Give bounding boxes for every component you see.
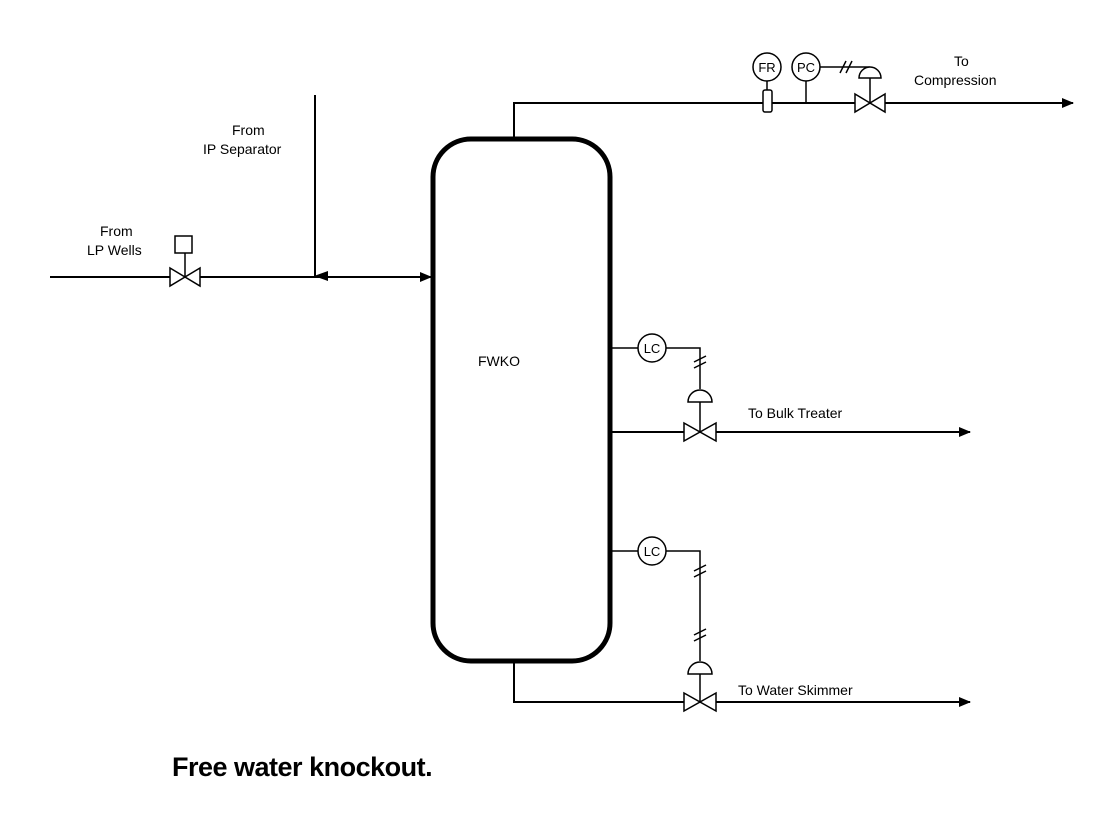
ip-separator-label-line2: IP Separator (203, 141, 282, 157)
lp-wells-label-line2: LP Wells (87, 242, 142, 258)
lc-water-tag: LC (644, 544, 661, 559)
water-level-controller: LC (610, 536, 707, 661)
water-outlet-line (513, 661, 971, 707)
gas-outlet-line (513, 98, 1074, 139)
oil-level-controller: LC (610, 333, 707, 389)
pc-tag: PC (797, 60, 815, 75)
flow-recorder: FR (752, 52, 782, 113)
lp-inlet-valve (169, 235, 201, 288)
oil-control-valve (683, 389, 717, 443)
figure-caption: Free water knockout. (172, 752, 433, 782)
vessel-label: FWKO (478, 353, 520, 369)
compression-label-line1: To (954, 53, 969, 69)
bulk-treater-label: To Bulk Treater (748, 405, 842, 421)
lp-wells-label-line1: From (100, 223, 133, 239)
compression-label-line2: Compression (914, 72, 996, 88)
water-skimmer-label: To Water Skimmer (738, 682, 853, 698)
fr-tag: FR (758, 60, 775, 75)
ip-separator-label-line1: From (232, 122, 265, 138)
water-control-valve (683, 661, 717, 713)
fwko-vessel (430, 136, 613, 664)
lc-oil-tag: LC (644, 341, 661, 356)
gas-control-valve (854, 66, 886, 114)
